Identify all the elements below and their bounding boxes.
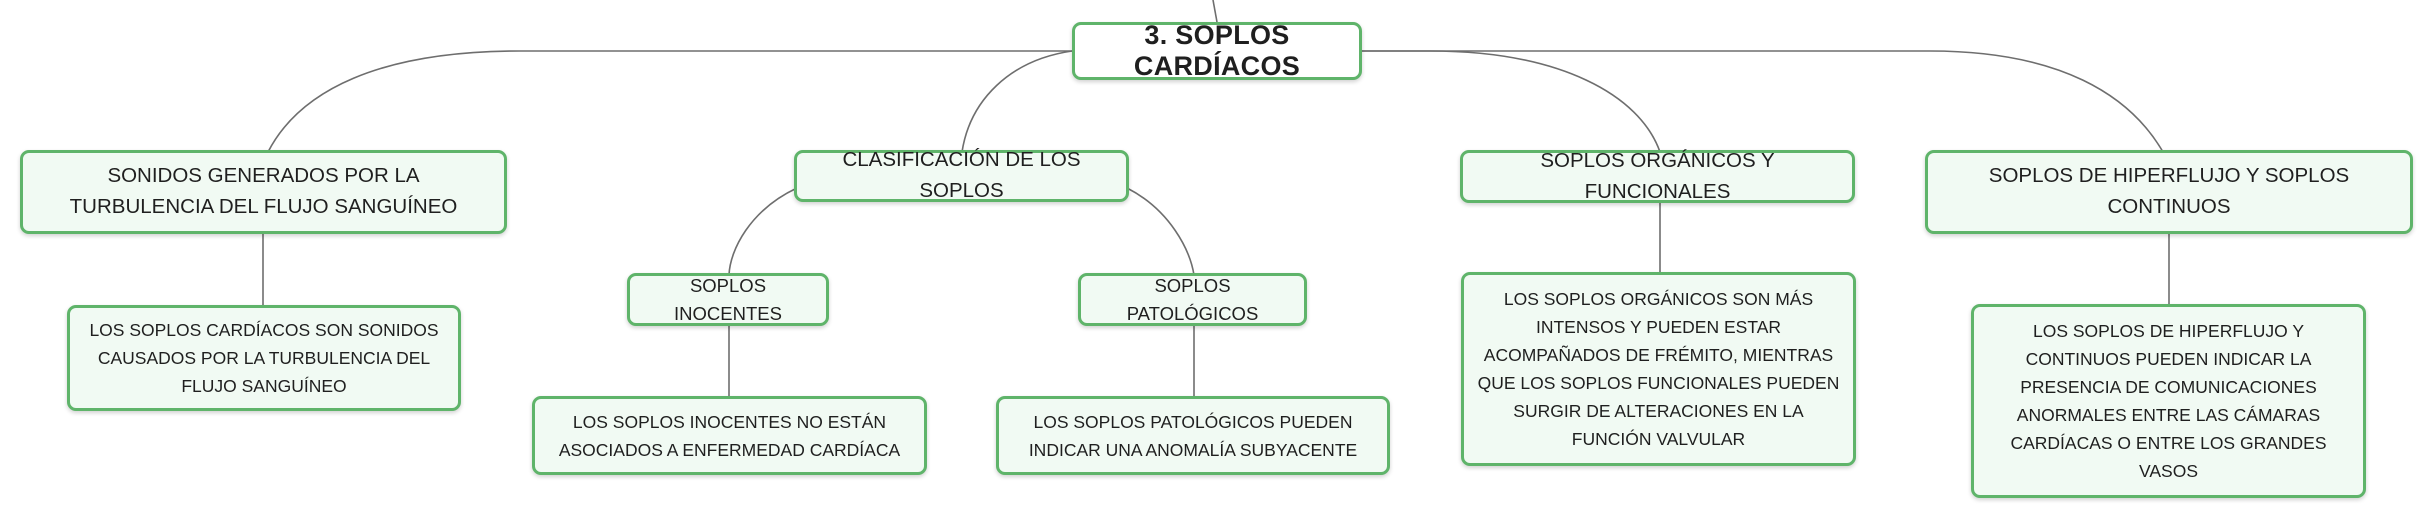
- hiperflujo-detail-node[interactable]: LOS SOPLOS DE HIPERFLUJO Y CONTINUOS PUE…: [1971, 304, 2366, 498]
- connector-root-organicos: [1362, 50, 1661, 153]
- organicos-detail-text: LOS SOPLOS ORGÁNICOS SON MÁS INTENSOS Y …: [1477, 289, 1840, 449]
- patologicos-label: SOPLOS PATOLÓGICOS: [1126, 274, 1259, 324]
- root-node[interactable]: 3. SOPLOS CARDÍACOS: [1072, 20, 1362, 81]
- connector-root-clasificacion: [961, 50, 1073, 153]
- connector-root-hiperflujo: [1362, 50, 2164, 153]
- organicos-detail-node[interactable]: LOS SOPLOS ORGÁNICOS SON MÁS INTENSOS Y …: [1461, 272, 1856, 466]
- inocentes-detail-node[interactable]: LOS SOPLOS INOCENTES NO ESTÁN ASOCIADOS …: [532, 396, 927, 475]
- root-label: 3. SOPLOS CARDÍACOS: [1133, 20, 1301, 81]
- inocentes-label: SOPLOS INOCENTES: [674, 274, 782, 324]
- turbulencia-detail-node[interactable]: LOS SOPLOS CARDÍACOS SON SONIDOS CAUSADO…: [67, 305, 461, 411]
- patologicos-detail-text: LOS SOPLOS PATOLÓGICOS PUEDEN INDICAR UN…: [1028, 411, 1358, 460]
- inocentes-node[interactable]: SOPLOS INOCENTES: [627, 273, 829, 326]
- branch-hiperflujo-node[interactable]: SOPLOS DE HIPERFLUJO Y SOPLOS CONTINUOS: [1925, 150, 2413, 234]
- connector-clasificacion-inocentes: [728, 187, 798, 276]
- hiperflujo-detail-text: LOS SOPLOS DE HIPERFLUJO Y CONTINUOS PUE…: [2010, 321, 2327, 481]
- turbulencia-detail-text: LOS SOPLOS CARDÍACOS SON SONIDOS CAUSADO…: [89, 320, 439, 396]
- connector-root-turbulencia: [267, 50, 1072, 153]
- branch-organicos-node[interactable]: SOPLOS ORGÁNICOS Y FUNCIONALES: [1460, 149, 1855, 203]
- connector-parent-root: [1212, 0, 1218, 23]
- branch-clasificacion-label: CLASIFICACIÓN DE LOS SOPLOS: [842, 148, 1081, 202]
- branch-turbulencia-node[interactable]: SONIDOS GENERADOS POR LA TURBULENCIA DEL…: [20, 150, 507, 234]
- patologicos-node[interactable]: SOPLOS PATOLÓGICOS: [1078, 273, 1307, 326]
- branch-organicos-label: SOPLOS ORGÁNICOS Y FUNCIONALES: [1540, 148, 1775, 203]
- patologicos-detail-node[interactable]: LOS SOPLOS PATOLÓGICOS PUEDEN INDICAR UN…: [996, 396, 1390, 475]
- inocentes-detail-text: LOS SOPLOS INOCENTES NO ESTÁN ASOCIADOS …: [558, 411, 901, 460]
- branch-turbulencia-label: SONIDOS GENERADOS POR LA TURBULENCIA DEL…: [69, 164, 458, 218]
- branch-clasificacion-node[interactable]: CLASIFICACIÓN DE LOS SOPLOS: [794, 148, 1129, 202]
- branch-hiperflujo-label: SOPLOS DE HIPERFLUJO Y SOPLOS CONTINUOS: [1988, 164, 2350, 218]
- connector-clasificacion-patologicos: [1126, 187, 1195, 276]
